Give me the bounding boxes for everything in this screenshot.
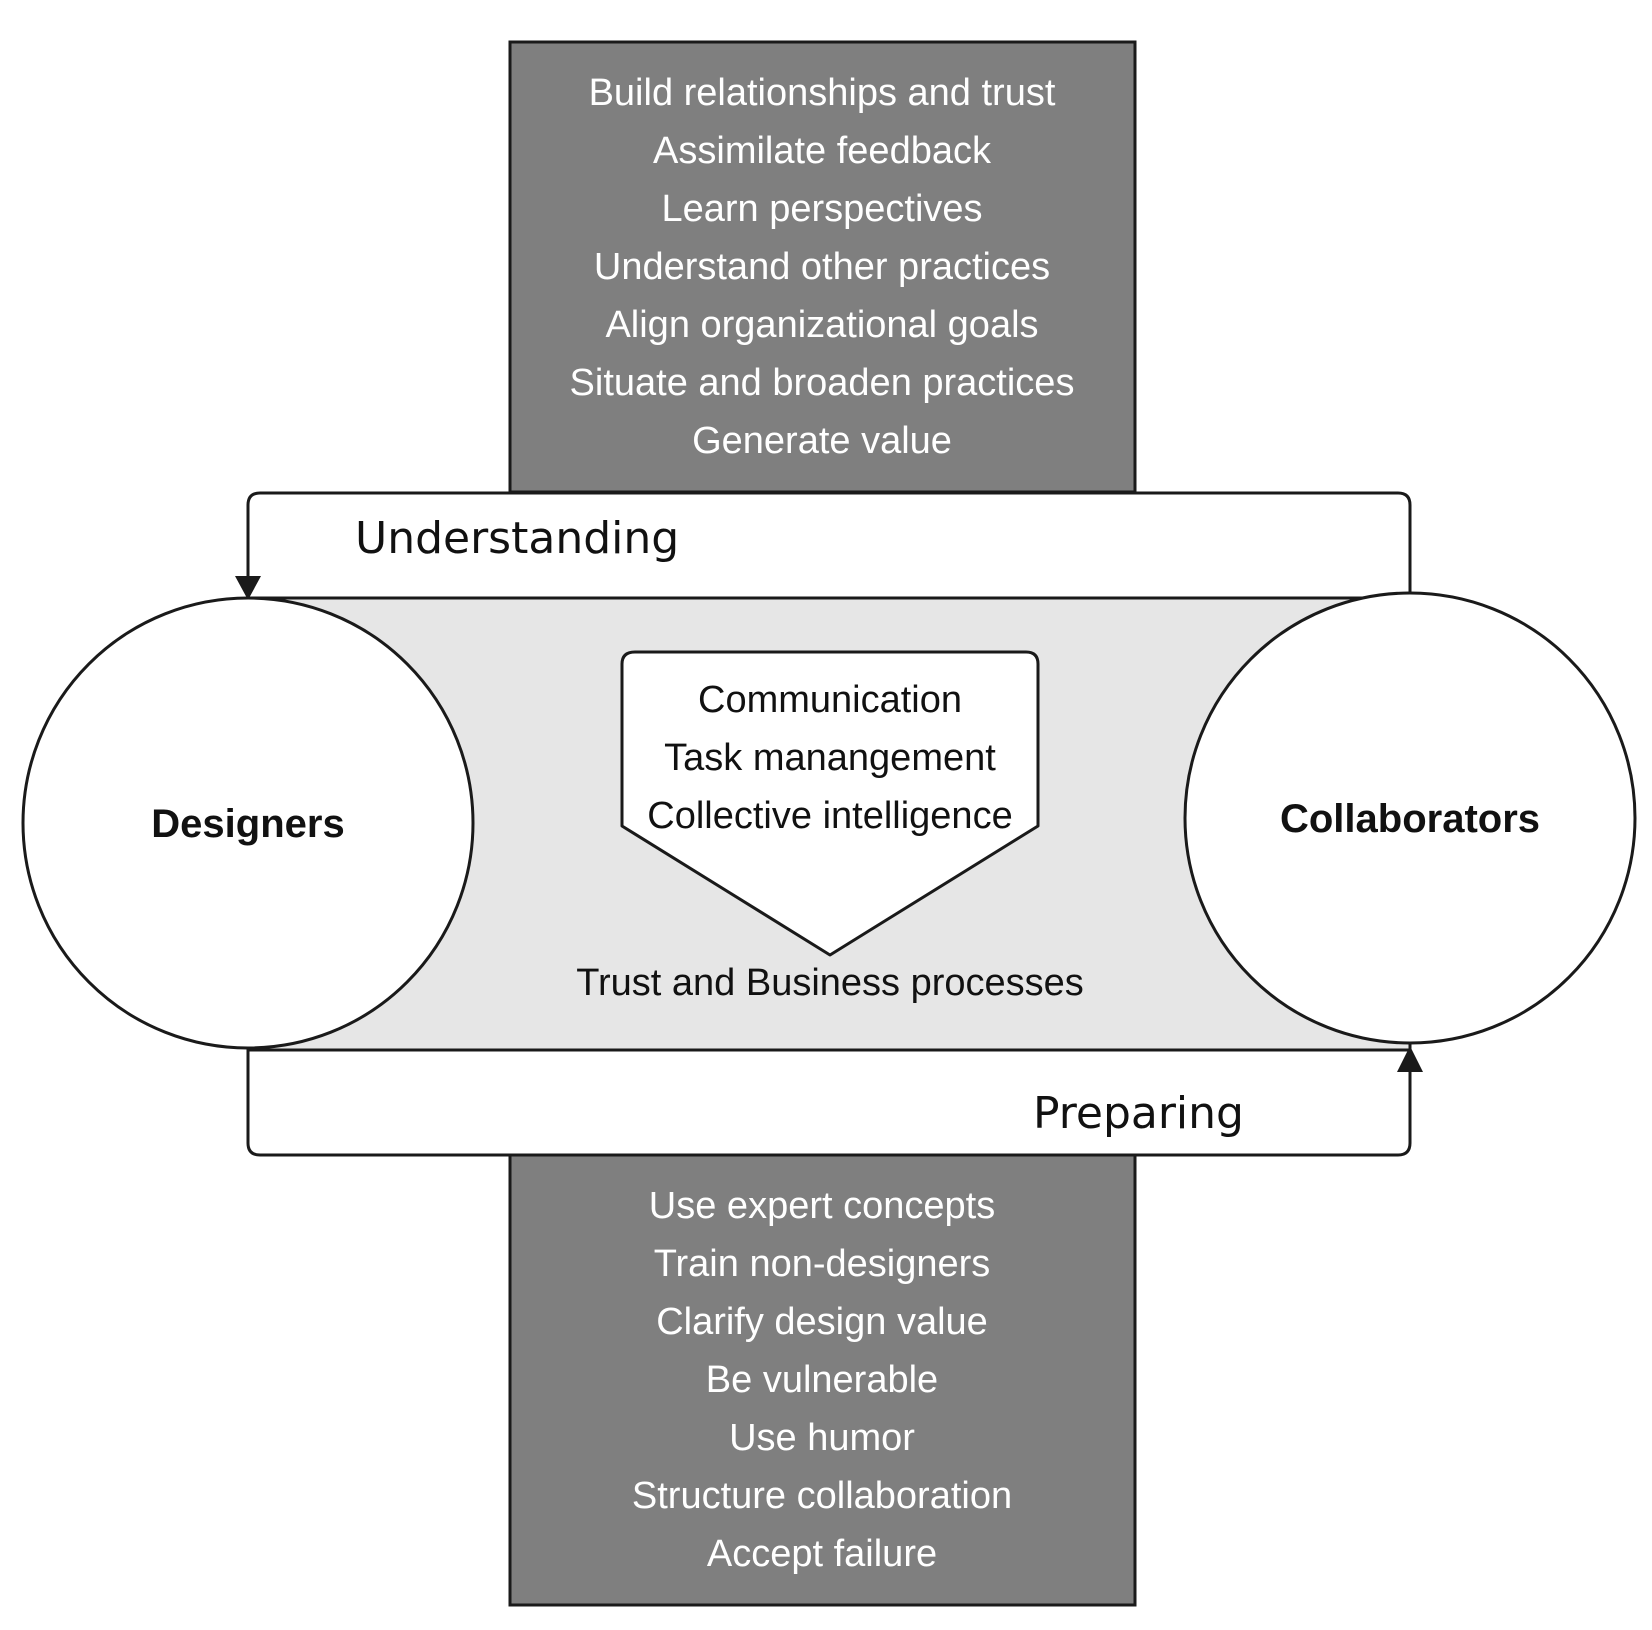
top-practices-box xyxy=(508,40,1137,494)
preparing-arrowhead xyxy=(1397,1046,1423,1072)
top-practice-item: Build relationships and trust xyxy=(589,72,1056,114)
center-pentagon xyxy=(620,650,1040,957)
top-practice-item: Assimilate feedback xyxy=(653,130,992,172)
pentagon-item: Collective intelligence xyxy=(647,795,1012,837)
understanding-loop xyxy=(246,491,1412,595)
top-practice-item: Situate and broaden practices xyxy=(570,362,1075,404)
pentagon-item: Communication xyxy=(698,679,962,721)
bottom-practice-item: Be vulnerable xyxy=(706,1359,938,1401)
preparing-loop xyxy=(246,1050,1412,1157)
pentagon-item: Task manangement xyxy=(664,737,996,779)
top-practice-item: Understand other practices xyxy=(594,246,1050,288)
bottom-practice-item: Train non-designers xyxy=(654,1243,991,1285)
bottom-practice-item: Use expert concepts xyxy=(649,1185,995,1227)
top-practice-item: Align organizational goals xyxy=(605,304,1038,346)
designers-node xyxy=(21,596,475,1050)
understanding-label: Understanding xyxy=(355,513,679,564)
bottom-practice-item: Use humor xyxy=(729,1417,915,1459)
bottom-practice-item: Structure collaboration xyxy=(632,1475,1012,1517)
top-practice-item: Generate value xyxy=(692,420,952,462)
bottom-practices-box xyxy=(508,1153,1137,1607)
trust-business-label: Trust and Business processes xyxy=(576,962,1084,1004)
bottom-practice-item: Accept failure xyxy=(707,1533,937,1575)
collaborators-label: Collaborators xyxy=(1280,797,1540,841)
bottom-practice-item: Clarify design value xyxy=(656,1301,988,1343)
understanding-arrowhead xyxy=(235,576,261,600)
designers-label: Designers xyxy=(151,802,344,846)
preparing-label: Preparing xyxy=(1033,1088,1244,1139)
top-practice-item: Learn perspectives xyxy=(661,188,982,230)
collaborators-node xyxy=(1183,591,1637,1045)
